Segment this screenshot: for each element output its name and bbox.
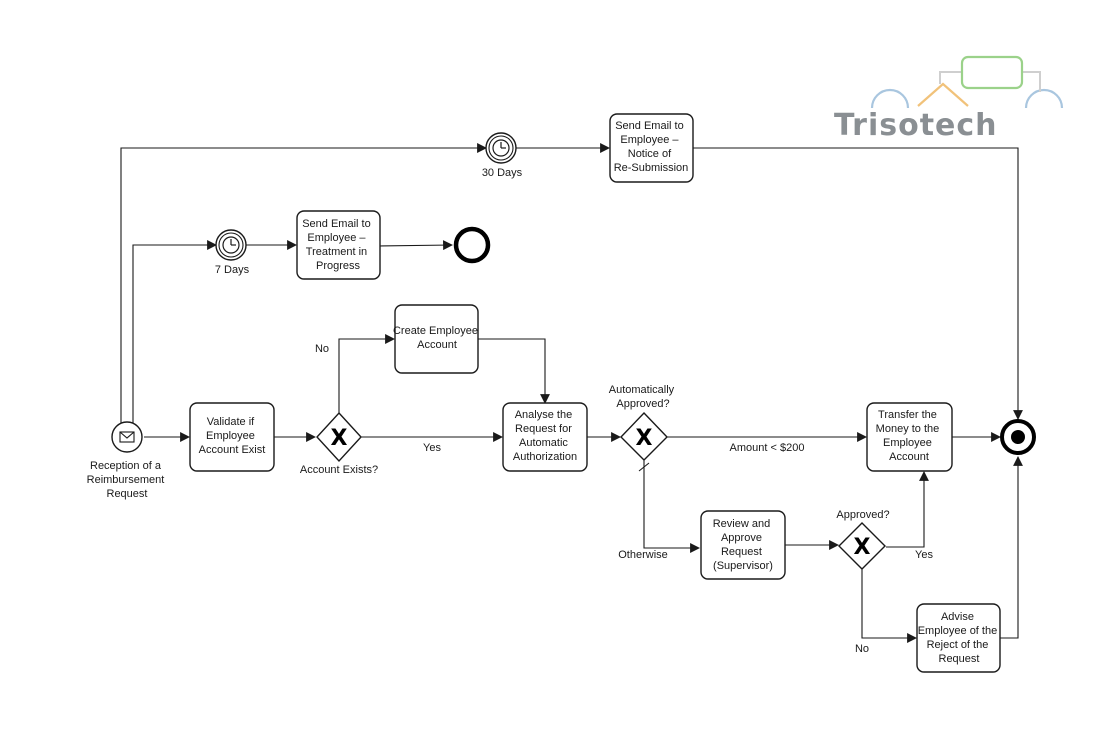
task-advise-employee[interactable]: Advise Employee of the Reject of the Req… [916,603,1001,673]
exclusive-x-icon: X [331,426,348,451]
message-start-event[interactable] [111,421,143,453]
task-send-email-resubmission[interactable]: Send Email to Employee – Notice of Re-Su… [609,113,694,183]
task-label: Send Email to Employee – Notice of Re-Su… [614,120,689,174]
task-transfer-money[interactable]: Transfer the Money to the Employee Accou… [866,402,953,472]
task-label: Review and Approve Request (Supervisor) [713,518,774,572]
flow-label-no-approved: No [855,643,869,655]
flow-label-yes-approved: Yes [915,549,933,561]
gateway-approved-label: Approved? [836,509,889,521]
timer-event-7-days[interactable] [215,229,247,261]
timer-7-label: 7 Days [215,264,250,276]
clock-icon [492,139,510,157]
end-event-terminate[interactable] [1000,419,1036,455]
flow-label-otherwise: Otherwise [618,549,668,561]
task-review-approve[interactable]: Review and Approve Request (Supervisor) [700,510,786,580]
gateway-account-exists-label: Account Exists? [300,464,378,476]
envelope-icon [119,431,135,443]
task-label: Advise Employee of the Reject of the Req… [918,611,1001,665]
gateway-auto-approved-label: Automatically Approved? [609,384,677,410]
timer-event-30-days[interactable] [485,132,517,164]
exclusive-x-icon: X [636,426,653,451]
logo-text: Trisotech [834,108,998,143]
gateway-approved[interactable]: X [838,522,886,570]
gateway-account-exists[interactable]: X [316,411,362,463]
task-label: Send Email to Employee – Treatment in Pr… [302,218,374,272]
task-analyse-request[interactable]: Analyse the Request for Automatic Author… [502,402,588,472]
timer-30-label: 30 Days [482,167,523,179]
task-label: Create Employee Account [393,325,481,351]
gateway-auto-approved[interactable]: X [620,411,668,461]
start-event-label: Reception of a Reimbursement Request [87,460,168,500]
clock-icon [222,236,240,254]
task-send-email-progress[interactable]: Send Email to Employee – Treatment in Pr… [296,210,381,280]
trisotech-logo: Trisotech [834,55,1064,143]
exclusive-x-icon: X [854,535,871,560]
task-label: Validate if Employee Account Exist [199,416,266,456]
task-validate-account[interactable]: Validate if Employee Account Exist [189,402,275,472]
flow-label-amount: Amount < $200 [730,442,805,454]
flow-label-yes-account: Yes [423,442,441,454]
sequence-flows [120,143,1023,643]
end-event-simple[interactable] [453,226,491,264]
flow-label-no-account: No [315,343,329,355]
task-label: Analyse the Request for Automatic Author… [513,409,577,463]
task-create-employee-account[interactable]: Create Employee Account [393,304,481,374]
task-label: Transfer the Money to the Employee Accou… [876,409,943,463]
